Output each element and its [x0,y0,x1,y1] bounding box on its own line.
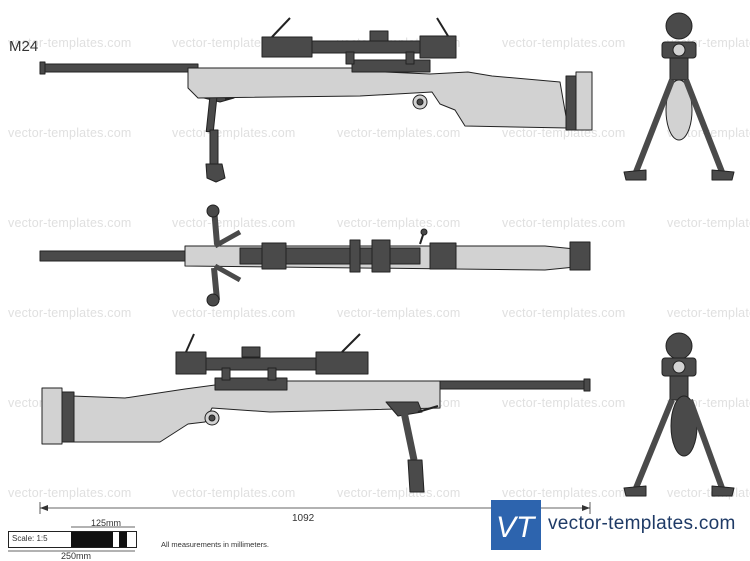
watermark-text: vector-templates.com [8,36,132,50]
watermark-text: vector-templates.com [502,216,626,230]
bipod-top [206,204,242,307]
watermark-text: vector-templates.com [8,216,132,230]
vt-logo-icon: VT [496,511,537,544]
top-view [39,204,591,307]
stock [187,67,569,129]
scope-2 [175,333,369,381]
scale-segment [127,532,136,547]
action [351,59,431,73]
watermark-row: vector-templates.com vector-templates.com… [0,126,750,142]
length-dimension-label: 1092 [292,513,315,524]
bipod-2 [385,401,439,493]
watermark-text: vector-templates.com [172,486,296,500]
measurement-note: All measurements in millimeters. [161,540,269,549]
page-title: M24 [9,38,39,55]
scale-segment [71,532,113,547]
watermark-text: vector-templates.com [502,36,626,50]
watermark-text: vector-templates.com [667,306,750,320]
watermark-text: vector-templates.com [667,216,750,230]
muzzle [39,61,46,75]
watermark-text: vector-templates.com [502,306,626,320]
watermark-row: vector-templates.com vector-templates.com… [0,216,750,232]
barrel-2 [429,380,591,390]
watermark-text: vector-templates.com [172,126,296,140]
scale-segment [113,532,119,547]
watermark-text: vector-templates.com [337,486,461,500]
scale-half-label: 125mm [91,518,122,528]
brand-logo: VT [491,500,541,550]
side-view-left [39,17,593,183]
watermark-text: vector-templates.com [172,216,296,230]
logo-mark: VT [496,511,537,544]
watermark-text: vector-templates.com [502,486,626,500]
barrel [39,63,199,73]
brand-name: vector-templates.com [548,513,736,534]
barrel-top [39,250,201,262]
watermark-row: vector-templates.com vector-templates.com… [0,306,750,322]
watermark-text: vector-templates.com [502,396,626,410]
scale-bar: Scale: 1:5 [8,531,137,548]
scale-segment [119,532,127,547]
bipod [195,87,253,183]
watermark-text: vector-templates.com [337,216,461,230]
scope [261,17,457,65]
watermark-text: vector-templates.com [172,306,296,320]
front-view-top [623,12,735,181]
front-view-bottom [623,332,735,497]
scale-label: Scale: 1:5 [12,534,48,543]
watermark-text: vector-templates.com [502,126,626,140]
side-view-right [41,333,591,493]
scale-full-label: 250mm [61,551,92,561]
watermark-text: vector-templates.com [8,306,132,320]
watermark-text: vector-templates.com [8,126,132,140]
watermark-text: vector-templates.com [337,306,461,320]
watermark-row: vector-templates.com vector-templates.com… [0,486,750,502]
watermark-text: vector-templates.com [8,486,132,500]
watermark-text: vector-templates.com [337,126,461,140]
